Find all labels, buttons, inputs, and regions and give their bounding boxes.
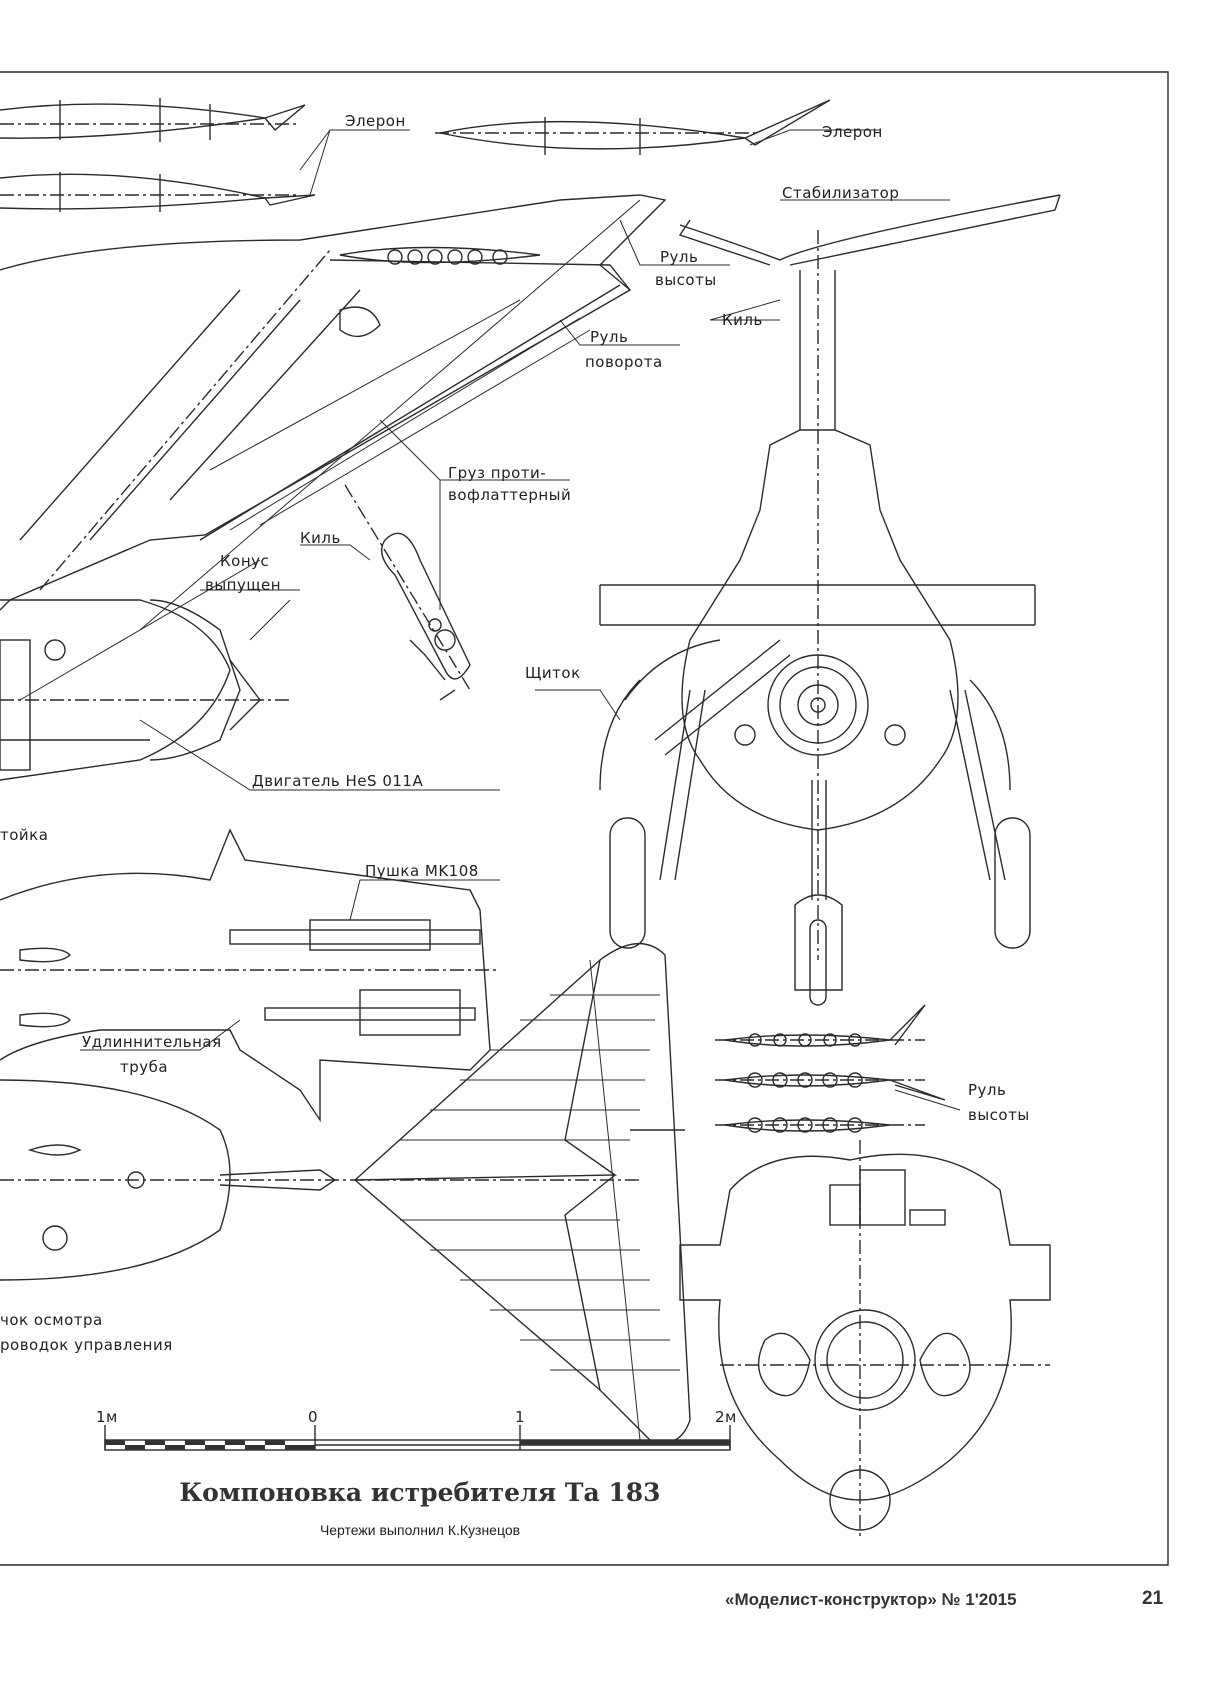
label-fin-2: Киль — [300, 529, 341, 547]
scale-bar — [104, 1425, 731, 1451]
front-view — [599, 194, 1061, 1006]
label-cannon: Пушка MK108 — [365, 862, 479, 880]
label-extension-a: Удлиннительная — [82, 1033, 222, 1051]
label-weight-a: Груз проти- — [448, 464, 546, 482]
label-elevator-2a: Руль — [968, 1081, 1006, 1099]
label-rudder-a: Руль — [590, 328, 628, 346]
label-rudder-b: поворота — [585, 353, 663, 371]
nose-gear — [794, 780, 843, 1006]
journal-footer: «Моделист-конструктор» № 1'2015 — [725, 1590, 1017, 1609]
main-gear-left — [609, 639, 791, 949]
aileron-section-lower — [0, 172, 316, 212]
cannon-section — [0, 828, 500, 1123]
wing-plan-view — [353, 942, 691, 1444]
label-aileron-2: Элерон — [822, 123, 883, 141]
label-extension-b: труба — [120, 1058, 168, 1076]
label-engine: Двигатель HeS 011A — [252, 772, 423, 790]
scale-tick-1: 1 — [515, 1408, 525, 1426]
elevator-sections — [715, 1004, 946, 1133]
label-strut: тойка — [0, 826, 48, 844]
label-flap: Щиток — [525, 664, 581, 682]
aileron-section-right — [435, 99, 831, 155]
scale-tick-1m: 1м — [96, 1408, 118, 1426]
aileron-section-upper — [0, 98, 306, 142]
scale-tick-2m: 2м — [715, 1408, 737, 1426]
main-gear-right — [949, 689, 1031, 949]
scale-tick-0: 0 — [308, 1408, 318, 1426]
label-elevator-2b: высоты — [968, 1106, 1030, 1124]
scale-bar-checks — [105, 1440, 730, 1450]
tail-fin-side-view — [0, 194, 667, 701]
page-number: 21 — [1142, 1588, 1164, 1609]
engine-side-view — [0, 599, 290, 781]
anti-flutter-weight — [344, 484, 471, 701]
leader-lines — [80, 129, 961, 1111]
drawing-title: Компоновка истребителя Та 183 — [179, 1478, 661, 1507]
rear-view — [679, 1140, 1051, 1540]
label-cone-b: выпущен — [205, 576, 281, 594]
fuselage-plan-view — [0, 1079, 640, 1281]
label-elevator-1b: высоты — [655, 271, 717, 289]
label-fin-1: Киль — [722, 311, 763, 329]
label-stabilizer: Стабилизатор — [782, 184, 899, 202]
label-hatch: чок осмотра — [0, 1311, 103, 1329]
drawing-frame — [0, 71, 1169, 1566]
label-cone-a: Конус — [220, 552, 269, 570]
label-aileron-1: Элерон — [345, 112, 406, 130]
label-control: роводок управления — [0, 1336, 173, 1354]
label-weight-b: вофлаттерный — [448, 486, 571, 504]
drawing-credit: Чертежи выполнил К.Кузнецов — [319, 1522, 521, 1538]
label-elevator-1a: Руль — [660, 248, 698, 266]
